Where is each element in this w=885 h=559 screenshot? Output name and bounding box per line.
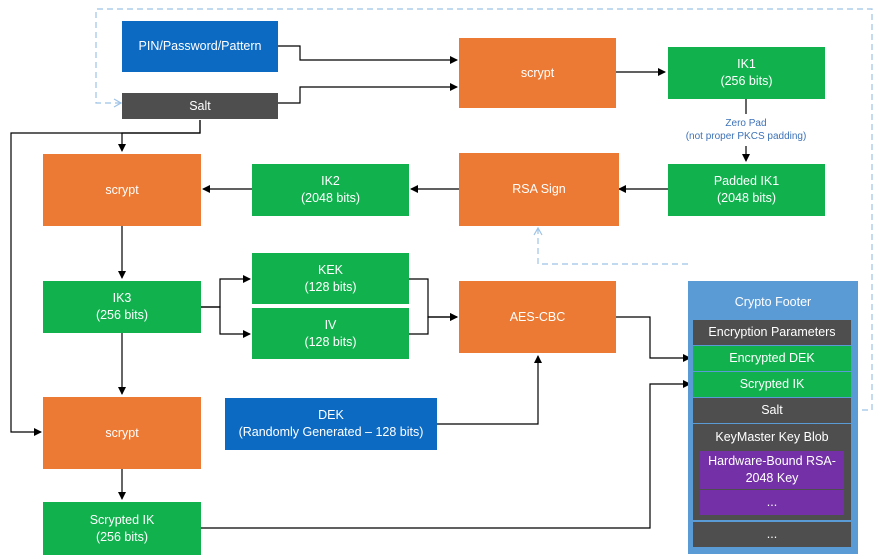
scrypt-ik3-operation: scrypt (43, 154, 201, 226)
salt-to-scrypt2-arrow (118, 120, 201, 152)
ik3-to-iv-arrow (201, 306, 251, 338)
scrypted-ik-to-footer-arrow (201, 380, 691, 529)
pin-to-scrypt-arrow (278, 45, 458, 64)
footer-scrypted-ik: Scrypted IK (693, 372, 851, 397)
hardware-key-dashed-link (533, 226, 688, 265)
keymaster-key-blob-label: KeyMaster Key Blob (715, 430, 829, 444)
salt-input: Salt (122, 93, 278, 119)
salt-to-scrypt3-arrow (10, 120, 201, 436)
scrypt-final-operation: scrypt (43, 397, 201, 469)
dek-input: DEK (Randomly Generated – 128 bits) (225, 398, 437, 450)
salt-to-scrypt-arrow (278, 83, 458, 104)
ik1-key: IK1 (256 bits) (668, 47, 825, 99)
aes-cbc-operation: AES-CBC (459, 281, 616, 353)
hardware-bound-rsa-key: Hardware-Bound RSA- 2048 Key (700, 451, 844, 489)
pin-password-pattern-input: PIN/Password/Pattern (122, 21, 278, 72)
kek-key: KEK (128 bits) (252, 253, 409, 304)
ik3-to-kek-arrow (201, 275, 251, 308)
iv-key: IV (128 bits) (252, 308, 409, 359)
iv-to-aes-arrow (409, 313, 458, 335)
ik2-key: IK2 (2048 bits) (252, 164, 409, 216)
footer-encryption-parameters: Encryption Parameters (693, 320, 851, 345)
padded-ik1-key: Padded IK1 (2048 bits) (668, 164, 825, 216)
ik3-key: IK3 (256 bits) (43, 281, 201, 333)
crypto-footer-title: Crypto Footer (734, 295, 812, 309)
aes-to-encrypted-dek-arrow (616, 316, 691, 362)
rsa-sign-operation: RSA Sign (459, 153, 619, 226)
zero-pad-annotation: Zero Pad (not proper PKCS padding) (685, 118, 807, 142)
footer-more: ... (693, 522, 851, 547)
scrypted-ik-key: Scrypted IK (256 bits) (43, 502, 201, 555)
footer-salt: Salt (693, 398, 851, 423)
kek-to-aes-arrow (409, 278, 458, 321)
footer-encrypted-dek: Encrypted DEK (693, 346, 851, 371)
salt-storage-dashed-link (95, 8, 873, 411)
keymaster-blob-more: ... (700, 490, 844, 515)
dek-to-aes-arrow (437, 355, 542, 425)
scrypt-ik1-operation: scrypt (459, 38, 616, 108)
